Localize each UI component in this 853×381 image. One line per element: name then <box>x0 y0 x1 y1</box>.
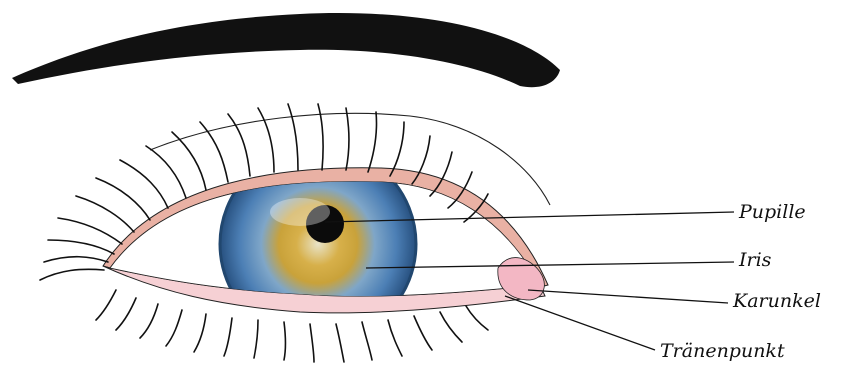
iris-highlight <box>270 198 330 226</box>
label-caruncle: Karunkel <box>732 290 821 312</box>
label-punctum: Tränenpunkt <box>660 340 785 362</box>
label-iris: Iris <box>738 249 772 271</box>
label-pupil: Pupille <box>738 201 806 223</box>
punctum-leader-line <box>505 296 655 350</box>
caruncle-leader-line <box>528 290 728 303</box>
eyebrow-icon <box>12 13 560 87</box>
